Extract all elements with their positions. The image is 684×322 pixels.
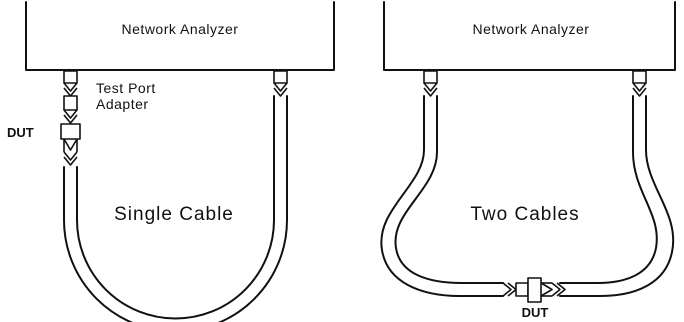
right-analyzer-box [383, 1, 676, 71]
left-dut [60, 123, 81, 166]
single-cable-outer [63, 95, 288, 322]
right-analyzer-label: Network Analyzer [473, 21, 590, 37]
right-dut-label: DUT [522, 305, 549, 320]
left-analyzer-label: Network Analyzer [122, 21, 239, 37]
single-cable-label: Single Cable [114, 204, 234, 225]
left-setup-right-port [273, 70, 288, 97]
right-setup: Network Analyzer [380, 1, 676, 320]
right-cable-inner [559, 95, 658, 284]
right-setup-right-port [632, 70, 647, 97]
right-setup-left-port [423, 70, 438, 97]
left-cable-inner [394, 95, 504, 284]
adapter-label-line2: Adapter [96, 96, 149, 112]
right-dut [527, 277, 542, 303]
left-dut-label: DUT [7, 125, 34, 140]
left-analyzer-box [25, 1, 335, 71]
left-cable-outer [380, 95, 504, 297]
two-cables-label: Two Cables [470, 204, 579, 225]
right-dut-assembly [502, 277, 566, 303]
left-setup: Network Analyzer DUT Test Port Adapter [7, 1, 335, 322]
left-test-port-adapter [63, 70, 78, 124]
adapter-label-line1: Test Port [96, 80, 156, 96]
single-cable-inner [76, 95, 275, 320]
right-cable-outer [559, 95, 675, 297]
